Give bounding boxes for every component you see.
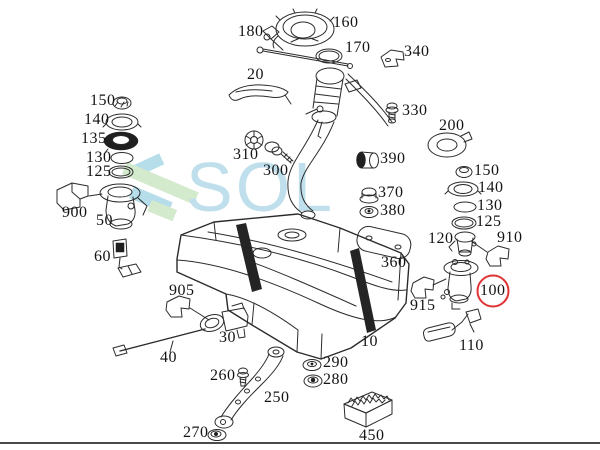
part-label-screw-260: 260 bbox=[210, 367, 236, 384]
part-label-washer-380: 380 bbox=[380, 202, 406, 219]
part-label-seal-right-upper: 130 bbox=[477, 197, 503, 214]
part-label-vent-valve: 30 bbox=[219, 329, 236, 346]
part-label-cap-left: 150 bbox=[90, 92, 116, 109]
part-label-foam-pad: 450 bbox=[359, 427, 385, 444]
part-label-fuel-sender-pump: 100 bbox=[480, 282, 506, 299]
fuel-pump-left-drawing bbox=[99, 183, 148, 230]
part-label-washer-290: 290 bbox=[323, 354, 349, 371]
part-label-nut: 370 bbox=[378, 184, 404, 201]
part-label-filler-seal-ring: 170 bbox=[345, 39, 371, 56]
mount-kit-910-drawing bbox=[470, 240, 510, 267]
bottom-divider bbox=[0, 442, 600, 444]
fuel-cap-drawing bbox=[272, 8, 335, 49]
part-label-damper: 390 bbox=[380, 150, 406, 167]
part-label-tank-strap: 250 bbox=[264, 389, 290, 406]
filler-cover-drawing bbox=[228, 84, 292, 105]
washer-280-drawing bbox=[303, 374, 323, 388]
part-label-dark-lock-ring: 135 bbox=[81, 130, 107, 147]
part-label-tether-strap: 180 bbox=[238, 23, 264, 40]
right-seal-stack-drawing bbox=[444, 166, 482, 230]
suction-unit-drawing bbox=[448, 231, 477, 257]
part-label-washer-280: 280 bbox=[323, 371, 349, 388]
part-label-sensor-60: 60 bbox=[94, 248, 111, 265]
part-label-closing-cover: 200 bbox=[439, 117, 465, 134]
part-label-fuel-line: 40 bbox=[160, 349, 177, 366]
watermark-logo: SOL bbox=[121, 148, 335, 226]
part-label-mount-kit-915: 915 bbox=[410, 297, 436, 314]
damper-drawing bbox=[356, 151, 379, 169]
part-label-mount-plate: 360 bbox=[381, 254, 407, 271]
part-label-locking-ring-left: 140 bbox=[84, 111, 110, 128]
grommet-270-drawing bbox=[207, 429, 227, 441]
filler-neck-drawing bbox=[287, 67, 393, 220]
part-label-grommet-wheel: 310 bbox=[233, 146, 259, 163]
fuel-line-drawing bbox=[112, 328, 206, 357]
filler-seal-drawing bbox=[315, 48, 343, 64]
part-label-fuel-tank: 10 bbox=[361, 333, 378, 350]
tank-strap-drawing bbox=[214, 346, 285, 429]
part-label-mount-kit-910: 910 bbox=[497, 229, 523, 246]
closing-cover-drawing bbox=[427, 131, 473, 158]
part-label-seal-left-upper: 130 bbox=[86, 149, 112, 166]
part-label-fuel-filler-cap: 160 bbox=[333, 14, 359, 31]
part-label-filler-cover: 20 bbox=[247, 66, 264, 83]
fuel-sender-pump-drawing bbox=[440, 259, 479, 310]
mount-plate-drawing bbox=[356, 225, 412, 260]
vent-valve-drawing bbox=[199, 302, 249, 339]
fuel-tank-drawing bbox=[176, 213, 410, 360]
sensor-60-drawing bbox=[112, 238, 142, 278]
part-label-locking-ring-right: 140 bbox=[478, 179, 504, 196]
nut-drawing bbox=[359, 187, 379, 204]
filler-screw-drawing bbox=[385, 102, 399, 124]
part-label-mount-kit-905: 905 bbox=[169, 282, 195, 299]
washer-290-drawing bbox=[302, 359, 322, 371]
part-label-small-bracket: 340 bbox=[404, 43, 430, 60]
foam-pad-drawing bbox=[343, 391, 393, 428]
part-label-suction-unit: 120 bbox=[428, 230, 454, 247]
washer-380-drawing bbox=[359, 206, 379, 218]
part-label-seal-right-lower: 125 bbox=[476, 213, 502, 230]
part-label-cap-right: 150 bbox=[474, 162, 500, 179]
part-label-seal-left-lower: 125 bbox=[86, 163, 112, 180]
part-label-level-sensor: 110 bbox=[459, 337, 484, 354]
watermark-text: SOL bbox=[186, 148, 335, 226]
screw-260-drawing bbox=[237, 367, 249, 387]
neck-screw-drawing bbox=[264, 141, 294, 164]
small-bracket-drawing bbox=[380, 49, 405, 68]
mount-kit-900-drawing bbox=[56, 182, 103, 211]
level-sensor-drawing bbox=[423, 308, 482, 342]
part-label-neck-screw: 300 bbox=[263, 162, 289, 179]
mount-kit-905-drawing bbox=[165, 295, 210, 321]
part-label-fuel-pump-left: 50 bbox=[96, 212, 113, 229]
highlight-circle bbox=[476, 274, 510, 308]
left-seal-stack-drawing bbox=[102, 96, 142, 179]
part-label-filler-screw: 330 bbox=[402, 102, 428, 119]
part-label-mount-kit-900: 900 bbox=[62, 204, 88, 221]
grommet-wheel-drawing bbox=[244, 130, 264, 150]
tether-strap-drawing bbox=[256, 25, 353, 69]
part-label-grommet-270: 270 bbox=[183, 424, 209, 441]
mount-kit-915-drawing bbox=[410, 276, 447, 299]
